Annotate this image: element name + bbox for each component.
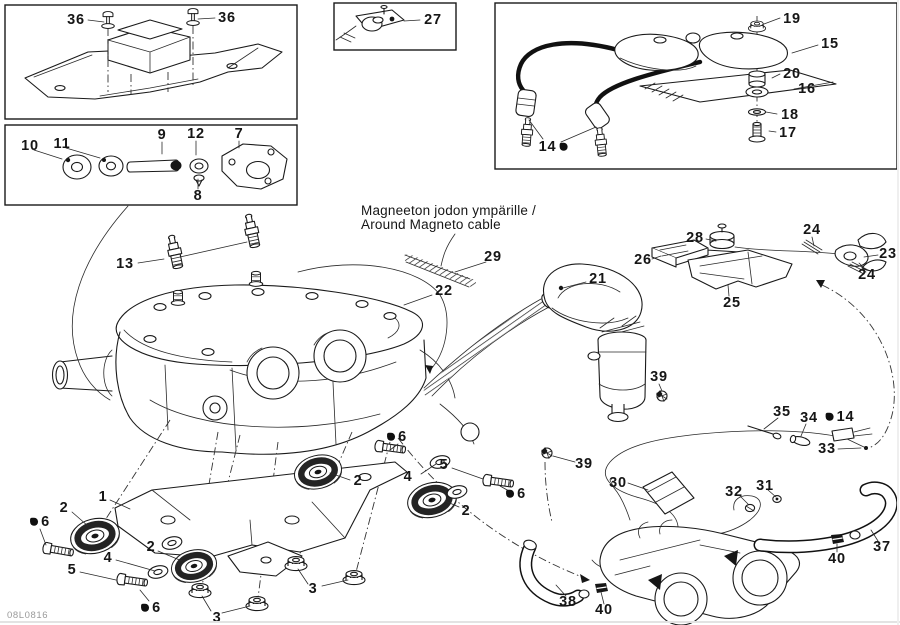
page-bottom-edge: [0, 621, 900, 623]
lubricant-drop-icon: [825, 413, 834, 421]
cable-accessories: [651, 223, 895, 449]
figure-code: 08L0816: [7, 610, 49, 621]
callout-5: 5: [439, 456, 449, 473]
callout-11: 11: [53, 135, 71, 152]
callout-5: 5: [67, 561, 77, 578]
mount-bracket: [99, 419, 408, 599]
callout-32: 32: [725, 483, 743, 500]
lubricant-drop-icon: [30, 518, 39, 526]
callout-14-lubricant: 14: [539, 140, 568, 155]
callout-3: 3: [212, 609, 222, 625]
callout-2: 2: [59, 499, 69, 516]
lubricant-drop-icon: [506, 490, 515, 498]
lubricant-drop-icon: [387, 433, 396, 441]
callout-36: 36: [218, 9, 236, 26]
callout-37: 37: [873, 538, 891, 555]
callout-38: 38: [559, 593, 577, 610]
callout-35: 35: [773, 403, 791, 420]
callout-6-lubricant: 6: [30, 515, 50, 530]
callout-10: 10: [21, 137, 39, 154]
callout-28: 28: [686, 229, 704, 246]
hose-right: [753, 481, 898, 554]
callout-12: 12: [187, 125, 205, 142]
callout-4: 4: [103, 549, 113, 566]
callout-36: 36: [67, 11, 85, 28]
callout-22: 22: [435, 282, 453, 299]
callout-2: 2: [353, 472, 363, 489]
engine-block: [51, 205, 480, 455]
callout-19: 19: [783, 10, 801, 27]
callout-9: 9: [157, 126, 167, 143]
inset-crank-support-box: [4, 124, 298, 206]
callout-14-lubricant: 14: [825, 410, 855, 425]
callout-30: 30: [609, 474, 627, 491]
callout-7: 7: [234, 125, 244, 142]
callout-6-lubricant: 6: [141, 601, 161, 616]
lubricant-drop-icon: [559, 143, 568, 151]
callout-2: 2: [146, 538, 156, 555]
callout-27: 27: [424, 11, 442, 28]
callout-4: 4: [403, 468, 413, 485]
spark-plugs: [164, 212, 263, 271]
callout-6-lubricant: 6: [387, 430, 407, 445]
callout-20: 20: [783, 65, 801, 82]
callout-6-lubricant: 6: [506, 487, 526, 502]
callout-33: 33: [818, 440, 836, 457]
callout-1: 1: [98, 488, 108, 505]
callout-17: 17: [779, 124, 797, 141]
callout-34: 34: [800, 409, 818, 426]
recoil-handle: [543, 263, 643, 332]
hose-left: [519, 539, 609, 607]
callout-31: 31: [756, 477, 774, 494]
callout-21: 21: [589, 270, 607, 287]
note-line-english: Around Magneto cable: [361, 217, 501, 233]
magneto-cable-note: Magneeton jodon ympärille / Around Magne…: [361, 203, 537, 233]
callout-40: 40: [828, 550, 846, 567]
callout-39: 39: [575, 455, 593, 472]
callout-26: 26: [634, 251, 652, 268]
callout-18: 18: [781, 106, 799, 123]
carburetors: [397, 437, 800, 625]
callout-15: 15: [821, 35, 839, 52]
inset-engine-mount-box: [4, 4, 298, 120]
cowl-arc: [297, 264, 448, 374]
callout-23: 23: [879, 245, 897, 262]
callout-25: 25: [723, 294, 741, 311]
callout-8: 8: [193, 187, 203, 204]
page-right-edge: [897, 0, 899, 625]
callout-40: 40: [595, 601, 613, 618]
callout-39: 39: [650, 368, 668, 385]
note-line-finnish: Magneeton jodon ympärille /: [361, 203, 537, 218]
inset-ignition-coil-box: [494, 2, 898, 170]
inset-sensor-box: [333, 2, 457, 51]
callout-29: 29: [484, 248, 502, 265]
callout-16: 16: [798, 80, 816, 97]
fuel-filter: [540, 315, 668, 523]
callout-24: 24: [858, 266, 876, 283]
spiral-wrap: [404, 233, 476, 288]
leader-lines: [33, 17, 879, 614]
callout-2: 2: [461, 502, 471, 519]
callout-3: 3: [308, 580, 318, 597]
callout-13: 13: [116, 255, 134, 272]
callout-24: 24: [803, 221, 821, 238]
lubricant-drop-icon: [141, 604, 150, 612]
